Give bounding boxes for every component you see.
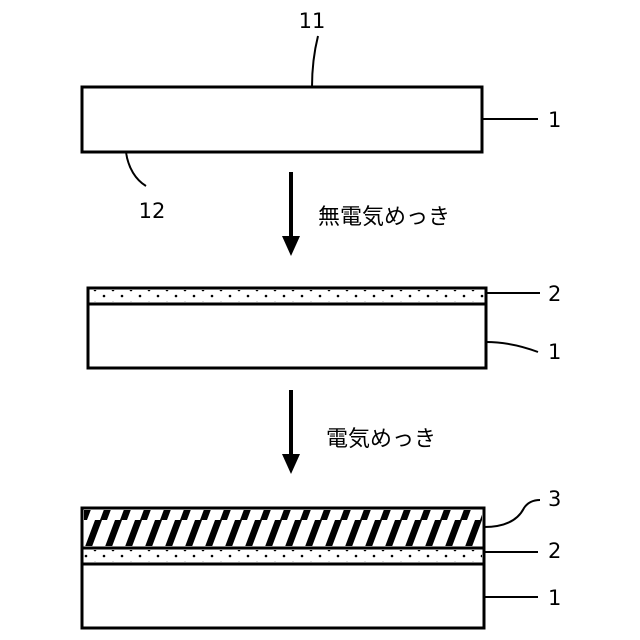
stage-1: 11 12 1: [82, 9, 561, 223]
label-2-stage3: 2: [548, 539, 561, 563]
substrate-1: [82, 87, 482, 152]
substrate-1c: [82, 564, 484, 628]
leader-12: [126, 152, 146, 186]
leader-3: [484, 500, 540, 527]
step-label-electroplating: 電気めっき: [326, 427, 436, 452]
step-arrow-2: 電気めっき: [282, 390, 436, 474]
leader-1-stage2: [486, 342, 538, 352]
label-1-stage2: 1: [548, 340, 561, 364]
label-1-stage3: 1: [548, 586, 561, 610]
substrate-1b: [88, 304, 486, 368]
label-12: 12: [139, 199, 166, 223]
stage-3: 3 2 1: [60, 487, 561, 628]
stage-2: 2 1: [88, 282, 561, 368]
label-3: 3: [548, 487, 561, 511]
step-arrow-1: 無電気めっき: [282, 172, 450, 256]
label-1-stage1: 1: [548, 108, 561, 132]
step-label-electroless: 無電気めっき: [318, 205, 450, 230]
leader-11: [312, 36, 318, 87]
label-11: 11: [299, 9, 326, 33]
label-2-stage2: 2: [548, 282, 561, 306]
